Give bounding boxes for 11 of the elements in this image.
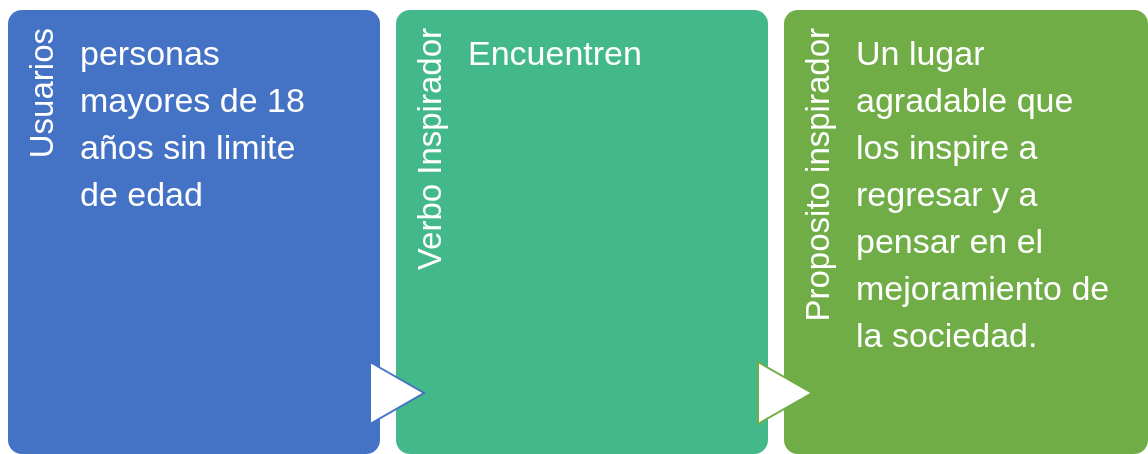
box-heading: Usuarios	[22, 28, 61, 159]
process-box	[784, 10, 1148, 454]
box-heading: Proposito inspirador	[798, 28, 837, 322]
arrow	[369, 360, 426, 426]
box-text: Encuentren	[468, 33, 643, 74]
process-box	[396, 10, 768, 454]
box-heading: Verbo Inspirador	[410, 28, 449, 271]
box-text: personas mayores de 18 años sin limite de edad	[80, 33, 306, 215]
process-box	[8, 10, 380, 454]
box-text: Un lugar agradable que los inspire a regresar y a pensar en el mejoramiento de la sociedad.	[856, 33, 1111, 356]
arrow	[757, 360, 814, 426]
